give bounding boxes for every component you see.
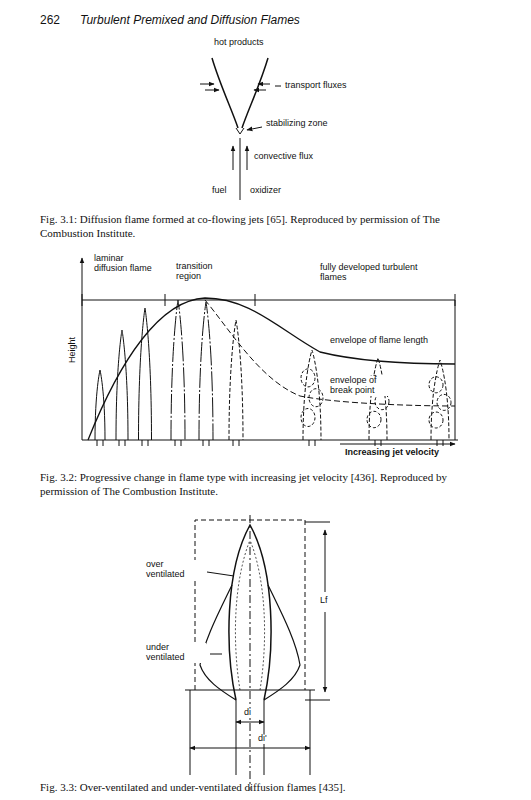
figure-label: envelope of flame length [330,336,428,346]
figure-label: transport fluxes [285,81,347,91]
figure-label: Lf [320,596,328,606]
figure-caption: Fig. 3.3: Over-ventilated and under-vent… [40,780,490,794]
figure-label: transition region [176,262,236,282]
figure-label: di [244,708,251,718]
fig32-drawing [82,258,458,446]
figure-label: over ventilated [146,560,204,580]
fig33-drawing [185,515,330,790]
figure-label: hot products [214,38,264,48]
figure-label: stabilizing zone [266,119,328,129]
figure-caption: Fig. 3.1: Diffusion flame formed at co-f… [40,212,490,241]
figure-label: fully developed turbulent flames [320,263,430,283]
fig31-drawing [200,58,281,200]
figure-label: laminar diffusion flame [94,254,152,274]
figure-label: Increasing jet velocity [345,448,439,458]
figure-caption: Fig. 3.2: Progressive change in flame ty… [40,470,490,499]
figure-label: under ventilated [146,643,206,663]
page-header: Turbulent Premixed and Diffusion Flames [80,14,300,27]
figure-label: envelope of break point [330,376,392,396]
figure-label: di' [258,734,267,744]
figure-label: convective flux [254,152,313,162]
figure-label: oxidizer [250,186,281,196]
figure-label: Height [68,337,78,363]
figure-label: fuel [212,186,227,196]
page-header: 262 [40,14,60,27]
